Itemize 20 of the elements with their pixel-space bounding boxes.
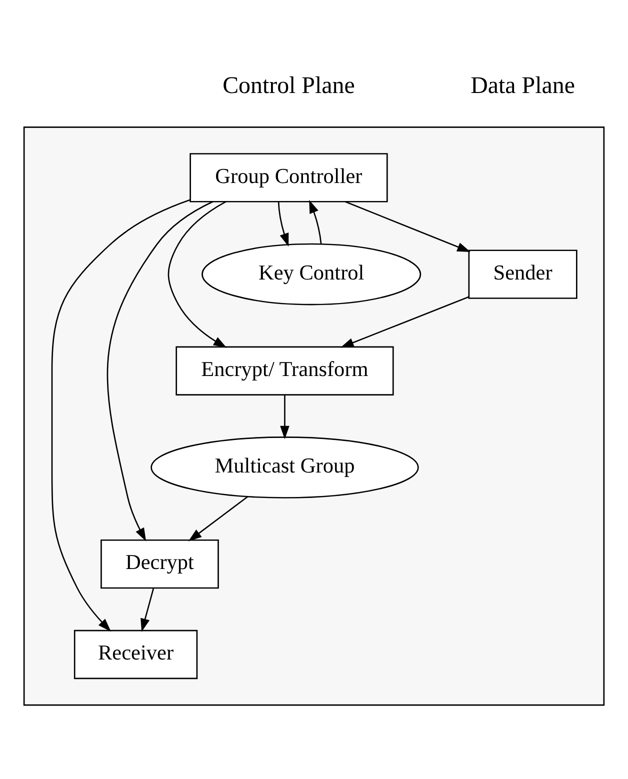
label: Control Plane bbox=[222, 73, 355, 100]
arrow bbox=[51, 199, 190, 632]
cluster bbox=[23, 126, 605, 706]
arrow bbox=[140, 588, 154, 632]
node-box: Group Controller bbox=[190, 153, 388, 202]
arrow bbox=[278, 202, 289, 247]
arrow bbox=[188, 496, 248, 542]
node-box: Sender bbox=[468, 250, 578, 299]
node-box: Decrypt bbox=[100, 539, 219, 589]
label: Data Plane bbox=[470, 73, 575, 100]
node-ellipse: Multicast Group bbox=[150, 436, 419, 498]
arrow bbox=[106, 201, 214, 542]
node-box: Encrypt/ Transform bbox=[176, 346, 394, 396]
node-box: Receiver bbox=[74, 630, 198, 680]
arrow bbox=[309, 200, 322, 244]
node-ellipse: Key Control bbox=[202, 243, 422, 306]
arrow bbox=[280, 394, 290, 440]
arrow bbox=[340, 296, 470, 348]
arrow bbox=[168, 201, 227, 348]
arrow bbox=[345, 201, 471, 252]
